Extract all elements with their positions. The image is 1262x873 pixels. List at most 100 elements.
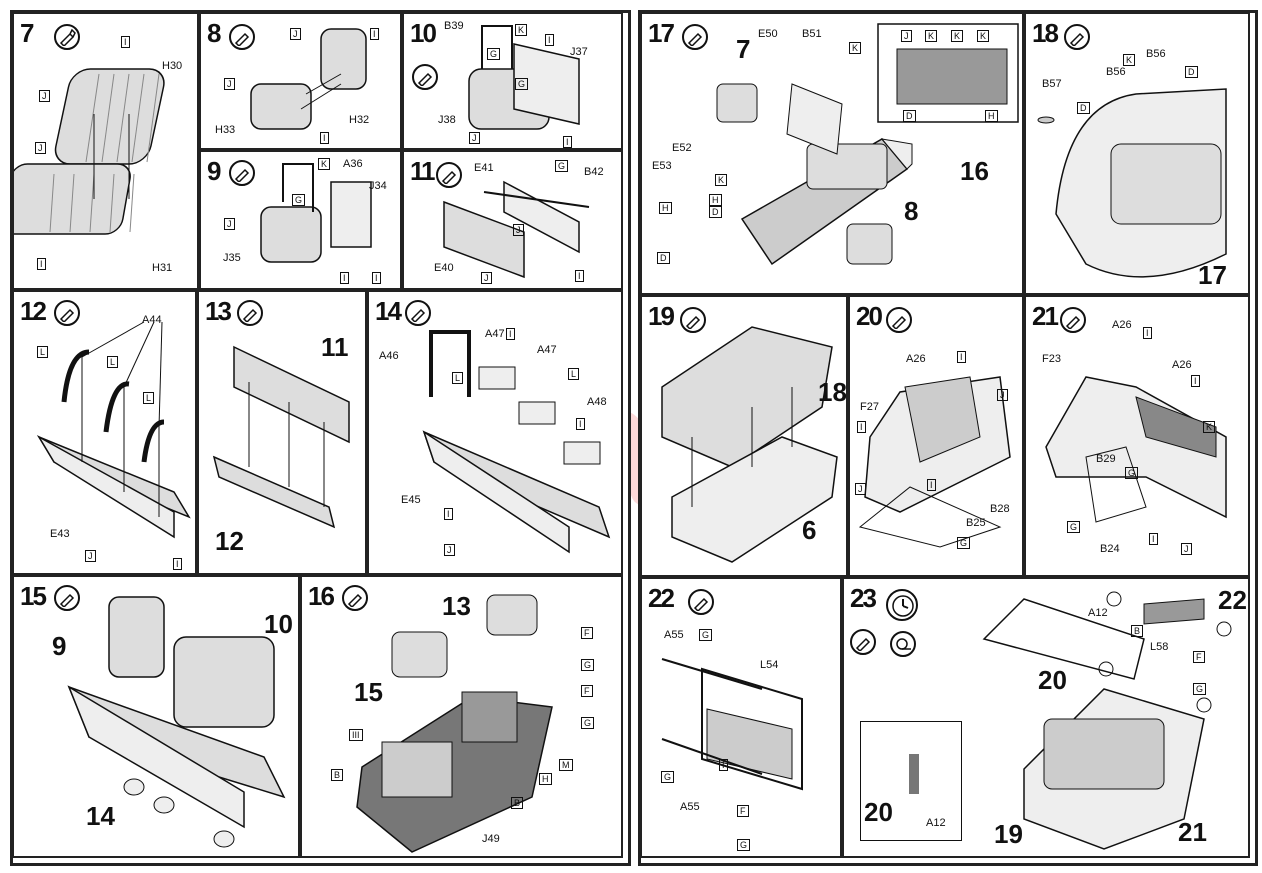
part-number: 14 <box>86 801 115 831</box>
glue-icon <box>680 307 706 333</box>
callout-part: A47 <box>485 328 505 340</box>
callout-part: J35 <box>223 252 241 264</box>
callout-part: I <box>1190 375 1200 387</box>
callout-part: J <box>900 30 912 42</box>
callout-part: E52 <box>672 142 692 154</box>
seat-diagram <box>260 163 372 263</box>
part-number: 20 <box>1038 665 1067 695</box>
callout-part: K <box>976 30 990 42</box>
step-number: 14 <box>375 296 402 326</box>
floor-diagram <box>356 594 553 853</box>
callout-part: J <box>443 544 455 556</box>
part-number: 12 <box>215 526 244 556</box>
glue-icon <box>229 160 255 186</box>
callout-part: H30 <box>162 60 183 72</box>
part-number: 16 <box>960 156 989 186</box>
callout-part: I <box>1148 533 1158 545</box>
step-15-panel: 15 9 10 14 <box>12 575 300 858</box>
callout-part: K <box>317 158 331 170</box>
callout-part: B57 <box>1042 78 1062 90</box>
callout-part: I <box>319 132 329 144</box>
callout-part: A44 <box>142 314 162 326</box>
callout-part: D <box>1184 66 1198 78</box>
callout-part: I <box>120 36 130 48</box>
callout-part: G <box>1192 683 1207 695</box>
part-number: 15 <box>354 677 383 707</box>
callout-part: I <box>926 479 936 491</box>
callout-part: J <box>223 78 235 90</box>
callout-part: H33 <box>215 124 236 136</box>
callout-part: L <box>106 356 119 368</box>
callout-part: K <box>714 174 728 186</box>
step-number: 20 <box>856 301 883 331</box>
part-number: 8 <box>904 196 919 226</box>
step-number: 16 <box>308 581 335 611</box>
callout-part: I <box>575 418 585 430</box>
cab-diagram <box>858 376 1011 548</box>
callout-part: K <box>1202 421 1216 433</box>
part-number: 9 <box>52 631 67 661</box>
step-number: 21 <box>1032 301 1059 331</box>
step-20-panel: 20 A26 I J F27 I I J B28 B25 G <box>848 295 1024 577</box>
step-23-panel: 23 22 A12 B L58 F G 20 20 A12 19 21 <box>842 577 1250 858</box>
step-22-panel: 22 A55 G L54 G I A55 F G <box>640 577 842 858</box>
callout-part: A55 <box>680 801 700 813</box>
step-18-panel: 18 B56 B56 B57 K D D 17 <box>1024 12 1250 295</box>
step-number: 17 <box>648 18 675 48</box>
callout-part: F <box>580 685 593 697</box>
callout-part: G <box>956 537 971 549</box>
glue-icon <box>342 585 368 611</box>
callout-part: K <box>848 42 862 54</box>
seat-base-diagram <box>422 330 611 554</box>
callout-part: A26 <box>1112 319 1132 331</box>
glue-icon <box>688 589 714 615</box>
step-10-panel: 10 B39 K I G J37 G J38 J I <box>402 12 623 150</box>
callout-part: J <box>996 389 1008 401</box>
callout-part: B42 <box>584 166 604 178</box>
callout-part: A26 <box>906 353 926 365</box>
callout-part: A12 <box>1088 607 1108 619</box>
step-number: 13 <box>205 296 232 326</box>
callout-part: B51 <box>802 28 822 40</box>
step-number: 7 <box>20 18 35 48</box>
callout-part: I <box>443 508 453 520</box>
interior-diagram <box>1037 88 1227 278</box>
callout-part: G <box>1066 521 1081 533</box>
part-number: 6 <box>802 515 817 545</box>
callout-part: B56 <box>1146 48 1166 60</box>
step-number: 15 <box>20 581 47 611</box>
seat-diagram <box>443 180 590 279</box>
callout-part: A26 <box>1172 359 1192 371</box>
callout-part: B29 <box>1096 453 1116 465</box>
callout-part: F <box>580 627 593 639</box>
glue-icon <box>54 300 80 326</box>
callout-part: J <box>1180 543 1192 555</box>
callout-part: J <box>34 142 46 154</box>
callout-part: E41 <box>474 162 494 174</box>
interior-diagram <box>716 23 1019 266</box>
callout-part: I <box>956 351 966 363</box>
bench-diagram <box>67 596 286 848</box>
clock-icon <box>886 589 918 621</box>
callout-part: G <box>660 771 675 783</box>
callout-part: H <box>984 110 998 122</box>
callout-part: J37 <box>570 46 588 58</box>
part-number: 10 <box>264 609 293 639</box>
step-11-panel: 11 E41 G B42 J E40 J I <box>402 150 623 290</box>
callout-part: D <box>902 110 916 122</box>
callout-part: J <box>468 132 480 144</box>
glue-icon <box>54 24 80 50</box>
step-13-panel: 13 11 12 <box>197 290 367 575</box>
callout-part: J <box>512 224 524 236</box>
step-19-panel: 19 18 6 <box>640 295 848 577</box>
callout-part: J <box>289 28 301 40</box>
step-number: 12 <box>20 296 47 326</box>
callout-part: B25 <box>966 517 986 529</box>
callout-part: H <box>708 194 722 206</box>
callout-part: A55 <box>664 629 684 641</box>
glue-icon <box>682 24 708 50</box>
callout-part: F27 <box>860 401 879 413</box>
callout-part: E43 <box>50 528 70 540</box>
step-7-panel: 7 I H30 J J I H31 <box>12 12 199 290</box>
callout-part: K <box>1122 54 1136 66</box>
